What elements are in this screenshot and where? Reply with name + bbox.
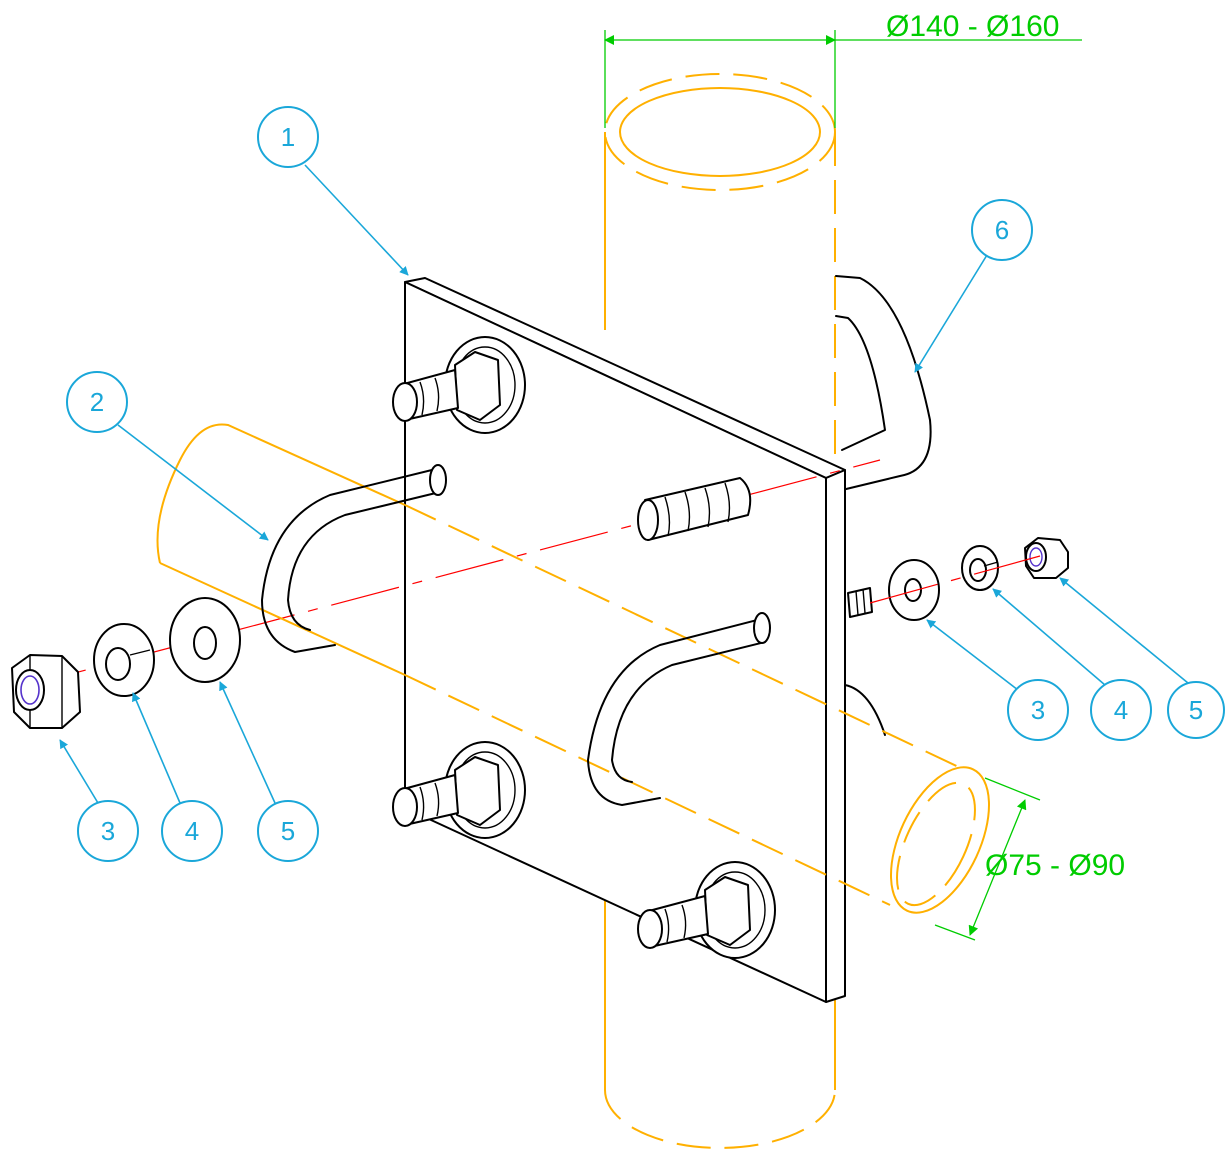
balloon-1-text: 1 (281, 122, 295, 152)
callout-left-4: 4 (132, 692, 223, 862)
ubolt-horizontal-upper (261, 464, 447, 653)
bolt-nut-bottom-left (392, 741, 526, 839)
right-flat-washer (888, 559, 940, 621)
vertical-pipe (604, 73, 836, 1149)
dim-horizontal-pipe-label: Ø75 - Ø90 (985, 849, 1125, 882)
dim-horizontal-pipe: Ø75 - Ø90 (934, 777, 1125, 941)
balloon-right-5-text: 5 (1189, 695, 1203, 725)
right-hardware-axis (869, 555, 1041, 604)
callout-right-3: 3 (926, 619, 1069, 741)
callout-2: 2 (66, 371, 269, 541)
dim-vertical-pipe: Ø140 - Ø160 (604, 10, 1082, 128)
callout-right-4: 4 (992, 588, 1152, 741)
ubolt-horizontal-lower (587, 612, 771, 806)
left-nut (11, 654, 81, 729)
callout-left-5: 5 (219, 681, 319, 862)
balloon-2-text: 2 (90, 387, 104, 417)
pipe-axis (17, 459, 881, 689)
balloon-right-4-text: 4 (1114, 695, 1128, 725)
dim-vertical-pipe-label: Ø140 - Ø160 (886, 10, 1059, 43)
right-stud (847, 587, 873, 618)
balloon-left-3-text: 3 (101, 816, 115, 846)
balloon-left-4-text: 4 (185, 816, 199, 846)
left-spring-washer (93, 623, 155, 697)
right-nut (1024, 537, 1069, 579)
ubolt-vertical (835, 275, 932, 741)
balloon-left-5-text: 5 (281, 816, 295, 846)
callout-6: 6 (914, 199, 1033, 373)
balloon-6-text: 6 (995, 215, 1009, 245)
callout-1: 1 (257, 106, 409, 276)
left-flat-washer (169, 597, 241, 683)
callout-right-5: 5 (1059, 577, 1225, 739)
balloon-right-3-text: 3 (1031, 695, 1045, 725)
threaded-stud (637, 477, 752, 541)
bolt-nut-bottom-right (637, 861, 776, 959)
bolt-nut-top-left (392, 336, 526, 434)
right-spring-washer (961, 545, 999, 591)
callout-left-3: 3 (59, 739, 139, 862)
